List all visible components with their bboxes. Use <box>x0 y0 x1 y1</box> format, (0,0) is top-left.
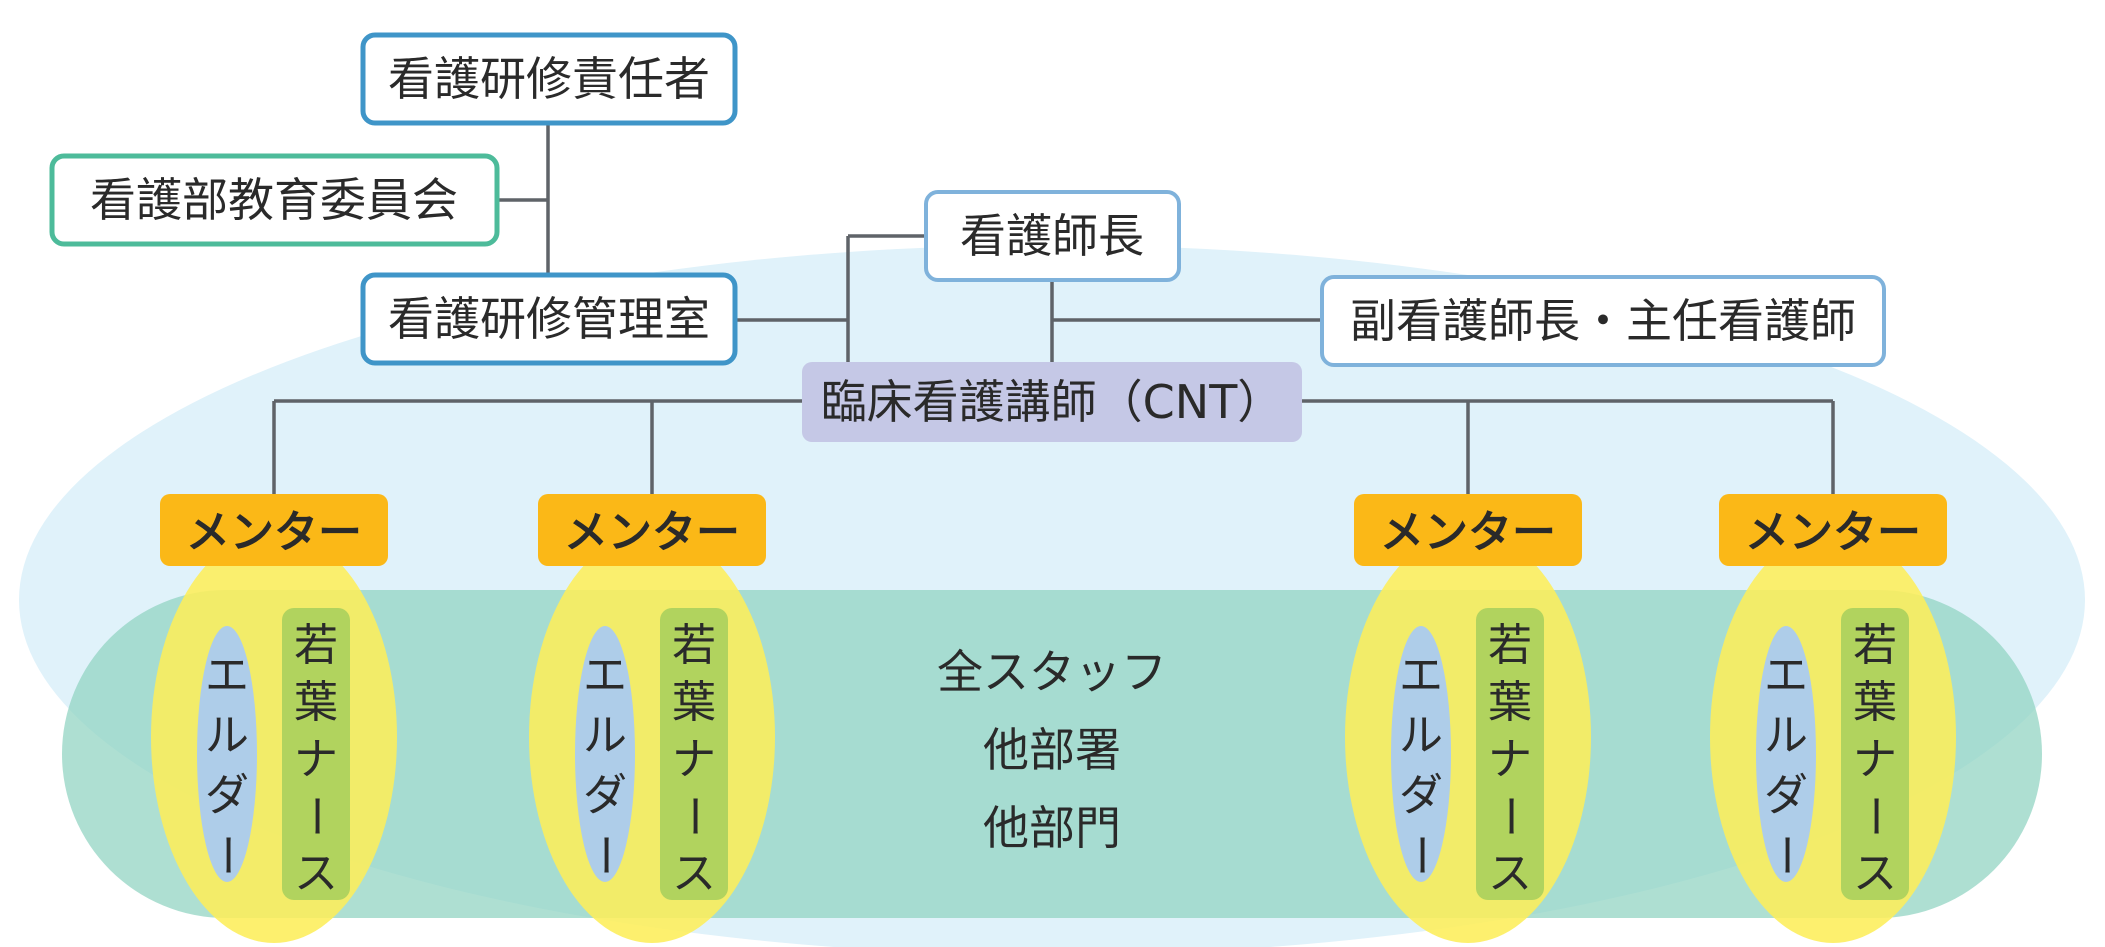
elder-char: エ <box>583 650 627 701</box>
young-nurse-char: ス <box>1853 848 1897 899</box>
mentor-header <box>1719 494 1947 566</box>
mentor-oval <box>1345 531 1591 943</box>
elder-char: ル <box>1764 710 1808 761</box>
young-nurse-char: 若 <box>672 620 716 671</box>
young-nurse-char: ー <box>1849 794 1900 838</box>
young-nurse-char: ナ <box>294 734 338 785</box>
elder-char: エ <box>1399 650 1443 701</box>
mentor-oval <box>1710 531 1956 943</box>
young-nurse-char: 葉 <box>1853 677 1897 728</box>
connectors <box>272 123 1835 496</box>
deputy-head-box: 副看護師長・主任看護師 <box>1320 275 1886 367</box>
elder-char: ル <box>1399 710 1443 761</box>
mentor-label: メンター <box>1380 507 1556 558</box>
young-nurse-char: ナ <box>1853 734 1897 785</box>
young-nurse-char: ー <box>668 794 719 838</box>
mentor-label: メンター <box>1745 507 1921 558</box>
elder-char: エ <box>1764 650 1808 701</box>
young-nurse-char: 葉 <box>294 677 338 728</box>
education-committee-box: 看護部教育委員会 <box>49 153 500 247</box>
young-nurse-char: ス <box>672 848 716 899</box>
young-nurse-pill <box>282 608 350 900</box>
elder-char: ー <box>1760 833 1811 877</box>
mentor-header <box>538 494 766 566</box>
mentor-groups: メンターエルダー若葉ナースメンターエルダー若葉ナースメンターエルダー若葉ナースメ… <box>151 494 1956 943</box>
mentor-label: メンター <box>564 507 740 558</box>
mentor-header <box>160 494 388 566</box>
head-nurse-box: 看護師長 <box>924 190 1181 282</box>
elder-pill <box>197 626 257 882</box>
staff-line: 他部署 <box>983 723 1121 777</box>
staff-line: 全スタッフ <box>937 645 1167 699</box>
mentor-label: メンター <box>186 507 362 558</box>
deputy-head-label: 副看護師長・主任看護師 <box>1350 294 1856 348</box>
elder-char: ダ <box>205 770 249 821</box>
young-nurse-char: ス <box>1488 848 1532 899</box>
young-nurse-char: 葉 <box>672 677 716 728</box>
young-nurse-pill <box>1476 608 1544 900</box>
young-nurse-pill <box>660 608 728 900</box>
mentor-oval <box>529 531 775 943</box>
young-nurse-char: 若 <box>1488 620 1532 671</box>
elder-pill <box>575 626 635 882</box>
training-manager-box: 看護研修責任者 <box>360 32 738 126</box>
education-committee-label: 看護部教育委員会 <box>90 173 458 227</box>
elder-char: ダ <box>583 770 627 821</box>
training-office-label: 看護研修管理室 <box>388 292 710 346</box>
elder-char: ダ <box>1764 770 1808 821</box>
young-nurse-char: ー <box>290 794 341 838</box>
young-nurse-char: ナ <box>1488 734 1532 785</box>
elder-char: エ <box>205 650 249 701</box>
elder-pill <box>1756 626 1816 882</box>
mentor-header <box>1354 494 1582 566</box>
elder-char: ダ <box>1399 770 1443 821</box>
young-nurse-char: 若 <box>1853 620 1897 671</box>
elder-char: ル <box>583 710 627 761</box>
young-nurse-pill <box>1841 608 1909 900</box>
training-manager-label: 看護研修責任者 <box>388 52 710 106</box>
young-nurse-char: 葉 <box>1488 677 1532 728</box>
staff-line: 他部門 <box>983 801 1121 855</box>
cnt-box: 臨床看護講師（CNT） <box>802 362 1302 442</box>
elder-pill <box>1391 626 1451 882</box>
young-nurse-char: 若 <box>294 620 338 671</box>
training-office-box: 看護研修管理室 <box>360 272 738 366</box>
young-nurse-char: ナ <box>672 734 716 785</box>
all-staff-text: 全スタッフ 他部署 他部門 <box>937 645 1167 855</box>
cnt-label: 臨床看護講師（CNT） <box>821 375 1284 429</box>
elder-char: ル <box>205 710 249 761</box>
elder-char: ー <box>1395 833 1446 877</box>
mentor-oval <box>151 531 397 943</box>
young-nurse-char: ス <box>294 848 338 899</box>
elder-char: ー <box>201 833 252 877</box>
elder-char: ー <box>579 833 630 877</box>
head-nurse-label: 看護師長 <box>960 209 1144 263</box>
young-nurse-char: ー <box>1484 794 1535 838</box>
